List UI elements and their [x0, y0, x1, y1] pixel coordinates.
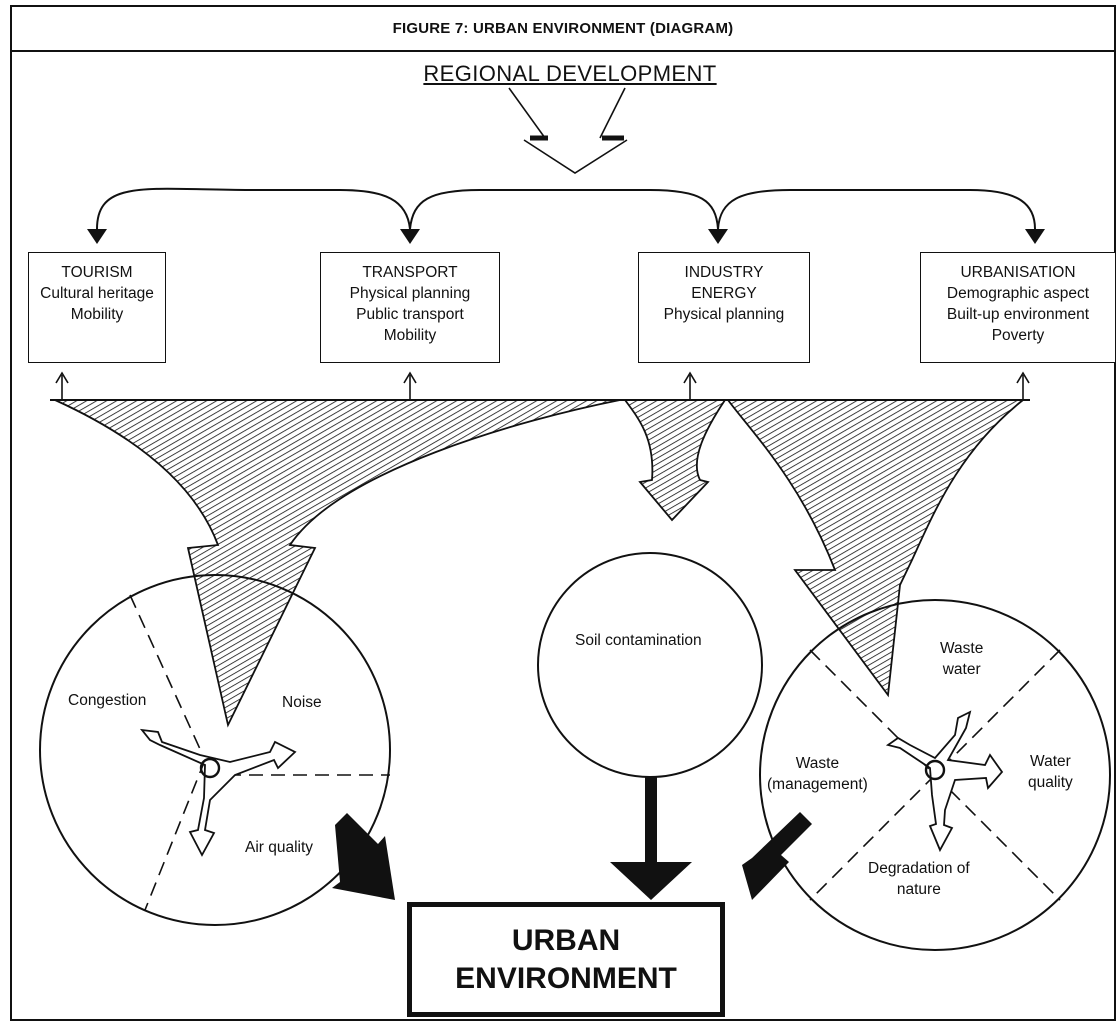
degradation-line: Degradation of: [868, 860, 970, 877]
water-quality-label: Water quality: [1028, 751, 1073, 793]
waste-management-line: Waste: [795, 755, 840, 772]
urbanisation-heading: URBANISATION: [960, 264, 1076, 281]
brace-arrowheads: [87, 229, 1045, 244]
degradation-label: Degradation of nature: [868, 858, 970, 900]
urban-environment-line: ENVIRONMENT: [455, 961, 677, 995]
transport-line: Mobility: [383, 327, 437, 344]
noise-label: Noise: [282, 694, 322, 711]
air-quality-label: Air quality: [245, 839, 314, 856]
degradation-line: nature: [896, 881, 941, 898]
waste-management-line: (management): [767, 776, 868, 793]
urbanisation-box: URBANISATION Demographic aspect Built-up…: [920, 252, 1116, 363]
urbanisation-line: Built-up environment: [946, 306, 1090, 323]
figure-title: FIGURE 7: URBAN ENVIRONMENT (DIAGRAM): [12, 7, 1114, 52]
waste-water-line: water: [942, 661, 981, 678]
left-swirl-icon: [139, 728, 297, 857]
flow-left-arrow: [54, 399, 621, 728]
figure-frame: FIGURE 7: URBAN ENVIRONMENT (DIAGRAM): [10, 5, 1116, 1021]
water-quality-line: quality: [1028, 774, 1073, 791]
regional-development-label: REGIONAL DEVELOPMENT: [423, 61, 717, 86]
regional-development-arrow: [508, 87, 628, 174]
tourism-line: Mobility: [70, 306, 124, 323]
water-quality-line: Water: [1030, 753, 1071, 770]
distribution-brace: [96, 187, 1036, 230]
urban-environment-line: URBAN: [511, 923, 621, 957]
flow-right-arrow: [726, 399, 1026, 698]
flow-to-urban-environment: [332, 777, 812, 900]
hatched-flows: [54, 399, 1026, 728]
tourism-heading: TOURISM: [61, 264, 133, 281]
transport-line: Public transport: [356, 306, 464, 323]
soil-circle: [537, 552, 763, 778]
waste-water-line: Waste: [940, 640, 984, 657]
transport-box: TRANSPORT Physical planning Public trans…: [320, 252, 500, 363]
feedback-arrows: [55, 371, 1030, 400]
industry-line: ENERGY: [691, 285, 757, 302]
flow-middle-arrow: [623, 399, 727, 522]
soil-contamination-label: Soil contamination: [575, 632, 702, 649]
transport-line: Physical planning: [349, 285, 471, 302]
right-swirl-icon: [885, 710, 1004, 853]
waste-water-label: Waste water: [940, 638, 983, 680]
industry-line: Physical planning: [663, 306, 785, 323]
industry-heading: INDUSTRY: [684, 264, 764, 281]
urbanisation-line: Poverty: [991, 327, 1045, 344]
tourism-box: TOURISM Cultural heritage Mobility: [28, 252, 166, 363]
waste-management-label: Waste (management): [767, 753, 868, 795]
urban-environment-box: URBAN ENVIRONMENT: [407, 902, 725, 1017]
urbanisation-line: Demographic aspect: [946, 285, 1090, 302]
transport-heading: TRANSPORT: [362, 264, 458, 281]
tourism-line: Cultural heritage: [40, 285, 154, 302]
congestion-label: Congestion: [68, 692, 147, 709]
industry-box: INDUSTRY ENERGY Physical planning: [638, 252, 810, 363]
